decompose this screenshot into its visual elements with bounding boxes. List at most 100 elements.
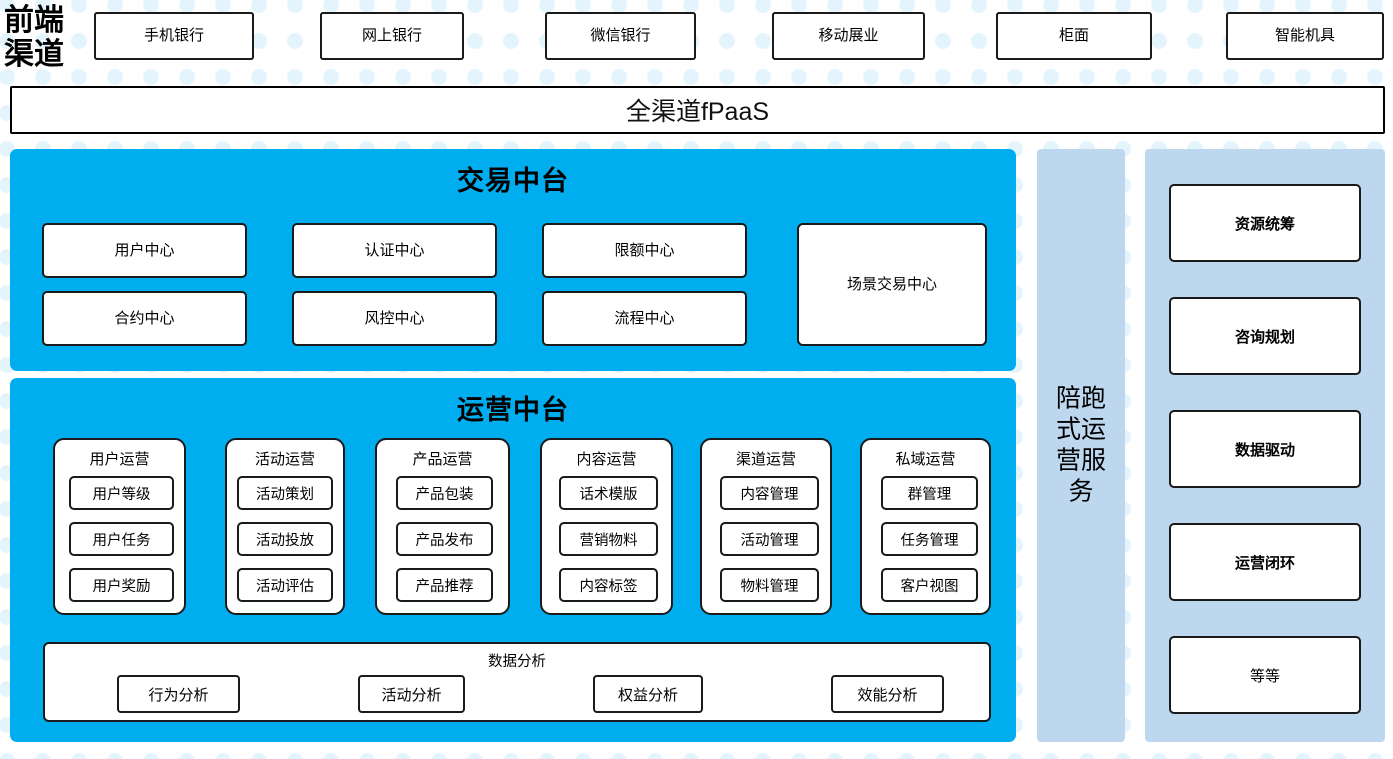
service-card-label: 数据驱动	[1234, 441, 1295, 459]
op-group-private-domain-operation: 私域运营 群管理 任务管理 客户视图	[860, 438, 991, 615]
channel-chip-smart-machine[interactable]: 智能机具	[1226, 12, 1384, 60]
transaction-center-title: 交易中台	[457, 166, 569, 196]
op-item-campaign-management[interactable]: 活动管理	[720, 522, 819, 556]
op-item-script-template[interactable]: 话术模版	[559, 476, 658, 510]
coach-service-label: 陪跑式运营服务	[1055, 384, 1106, 506]
op-group-title: 渠道运营	[735, 451, 796, 468]
op-item-label: 群管理	[907, 486, 952, 503]
op-group-title: 内容运营	[576, 451, 637, 468]
tx-box-label: 流程中心	[614, 309, 675, 327]
operation-center-panel: 运营中台 用户运营 用户等级 用户任务 用户奖励 活动运营 活动策划 活动投放	[10, 378, 1016, 742]
da-item-label: 效能分析	[857, 686, 918, 704]
service-card-data-driven[interactable]: 数据驱动	[1169, 410, 1361, 488]
coach-service-panel: 陪跑式运营服务	[1037, 149, 1125, 742]
tx-box-label: 认证中心	[364, 241, 425, 259]
op-item-label: 活动投放	[256, 532, 314, 549]
service-card-label: 等等	[1249, 667, 1280, 685]
transaction-center-panel: 交易中台 用户中心 认证中心 限额中心 合约中心 风控中心 流程中心 场景交易中…	[10, 149, 1016, 371]
operation-center-title: 运营中台	[457, 395, 569, 425]
op-item-product-release[interactable]: 产品发布	[396, 522, 493, 556]
op-item-label: 用户任务	[92, 532, 151, 549]
channel-chip-label: 移动展业	[818, 27, 879, 45]
op-item-content-management[interactable]: 内容管理	[720, 476, 819, 510]
da-item-campaign-analysis[interactable]: 活动分析	[358, 675, 465, 713]
op-item-user-level[interactable]: 用户等级	[69, 476, 174, 510]
op-item-campaign-planning[interactable]: 活动策划	[237, 476, 333, 510]
op-item-material-management[interactable]: 物料管理	[720, 568, 819, 602]
channel-chip-online-bank[interactable]: 网上银行	[320, 12, 464, 60]
service-card-resource-coordination[interactable]: 资源统筹	[1169, 184, 1361, 262]
data-analysis-title: 数据分析	[488, 654, 546, 670]
op-item-label: 营销物料	[579, 532, 638, 549]
op-item-label: 产品推荐	[415, 578, 474, 595]
tx-box-auth-center[interactable]: 认证中心	[292, 223, 497, 278]
op-item-label: 用户奖励	[92, 578, 151, 595]
channel-chip-label: 手机银行	[143, 27, 204, 45]
channel-chip-wechat-bank[interactable]: 微信银行	[545, 12, 696, 60]
data-analysis-group: 数据分析 行为分析 活动分析 权益分析 效能分析	[43, 642, 991, 722]
op-item-customer-view[interactable]: 客户视图	[881, 568, 978, 602]
op-group-channel-operation: 渠道运营 内容管理 活动管理 物料管理	[700, 438, 832, 615]
front-channel-label-line2: 渠道	[4, 38, 64, 71]
fpaas-label: 全渠道fPaaS	[625, 98, 770, 126]
op-item-label: 活动评估	[256, 578, 314, 595]
op-item-user-reward[interactable]: 用户奖励	[69, 568, 174, 602]
op-item-label: 任务管理	[900, 532, 959, 549]
channel-chip-label: 智能机具	[1274, 27, 1335, 45]
channel-chip-label: 柜面	[1058, 27, 1089, 45]
tx-box-process-center[interactable]: 流程中心	[542, 291, 747, 346]
op-item-label: 活动管理	[740, 532, 799, 549]
channel-chip-label: 微信银行	[590, 27, 651, 45]
op-group-title: 用户运营	[89, 451, 150, 468]
channel-chip-mobile-sales[interactable]: 移动展业	[772, 12, 925, 60]
op-item-label: 客户视图	[900, 578, 959, 595]
op-group-content-operation: 内容运营 话术模版 营销物料 内容标签	[540, 438, 673, 615]
op-item-label: 用户等级	[92, 486, 151, 503]
op-group-title: 活动运营	[254, 451, 315, 468]
tx-box-label: 合约中心	[114, 309, 175, 327]
da-item-benefit-analysis[interactable]: 权益分析	[593, 675, 703, 713]
op-item-label: 物料管理	[740, 578, 799, 595]
op-item-product-packaging[interactable]: 产品包装	[396, 476, 493, 510]
service-card-label: 资源统筹	[1234, 215, 1295, 233]
channel-chip-label: 网上银行	[361, 27, 422, 45]
tx-box-user-center[interactable]: 用户中心	[42, 223, 247, 278]
op-item-label: 产品发布	[415, 532, 474, 549]
tx-box-risk-center[interactable]: 风控中心	[292, 291, 497, 346]
op-item-label: 话术模版	[579, 486, 638, 503]
op-item-product-recommend[interactable]: 产品推荐	[396, 568, 493, 602]
service-card-label: 运营闭环	[1234, 554, 1295, 572]
op-item-content-tag[interactable]: 内容标签	[559, 568, 658, 602]
service-card-label: 咨询规划	[1234, 328, 1295, 346]
channel-chip-counter[interactable]: 柜面	[996, 12, 1152, 60]
front-channel-label: 前端 渠道	[4, 2, 82, 74]
service-card-consulting-planning[interactable]: 咨询规划	[1169, 297, 1361, 375]
tx-box-contract-center[interactable]: 合约中心	[42, 291, 247, 346]
da-item-label: 权益分析	[617, 686, 678, 704]
op-item-label: 产品包装	[415, 486, 474, 503]
op-group-title: 私域运营	[895, 451, 956, 468]
da-item-behavior-analysis[interactable]: 行为分析	[117, 675, 240, 713]
front-channel-label-line1: 前端	[4, 4, 64, 38]
service-card-operation-loop[interactable]: 运营闭环	[1169, 523, 1361, 601]
op-group-title: 产品运营	[412, 451, 473, 468]
da-item-efficiency-analysis[interactable]: 效能分析	[831, 675, 944, 713]
service-card-panel: 资源统筹 咨询规划 数据驱动 运营闭环 等等	[1145, 149, 1385, 742]
op-item-group-management[interactable]: 群管理	[881, 476, 978, 510]
op-group-campaign-operation: 活动运营 活动策划 活动投放 活动评估	[225, 438, 345, 615]
tx-box-label: 限额中心	[614, 241, 675, 259]
op-item-campaign-delivery[interactable]: 活动投放	[237, 522, 333, 556]
service-card-etc[interactable]: 等等	[1169, 636, 1361, 714]
da-item-label: 活动分析	[381, 686, 442, 704]
tx-box-scene-transaction-center[interactable]: 场景交易中心	[797, 223, 987, 346]
channel-chip-mobile-bank[interactable]: 手机银行	[94, 12, 254, 60]
tx-box-limit-center[interactable]: 限额中心	[542, 223, 747, 278]
op-item-task-management[interactable]: 任务管理	[881, 522, 978, 556]
fpaas-bar[interactable]: 全渠道fPaaS	[10, 86, 1385, 134]
op-item-label: 活动策划	[256, 486, 314, 503]
tx-box-label: 场景交易中心	[846, 275, 937, 293]
op-item-campaign-evaluation[interactable]: 活动评估	[237, 568, 333, 602]
op-item-marketing-material[interactable]: 营销物料	[559, 522, 658, 556]
da-item-label: 行为分析	[148, 686, 209, 704]
op-item-user-task[interactable]: 用户任务	[69, 522, 174, 556]
